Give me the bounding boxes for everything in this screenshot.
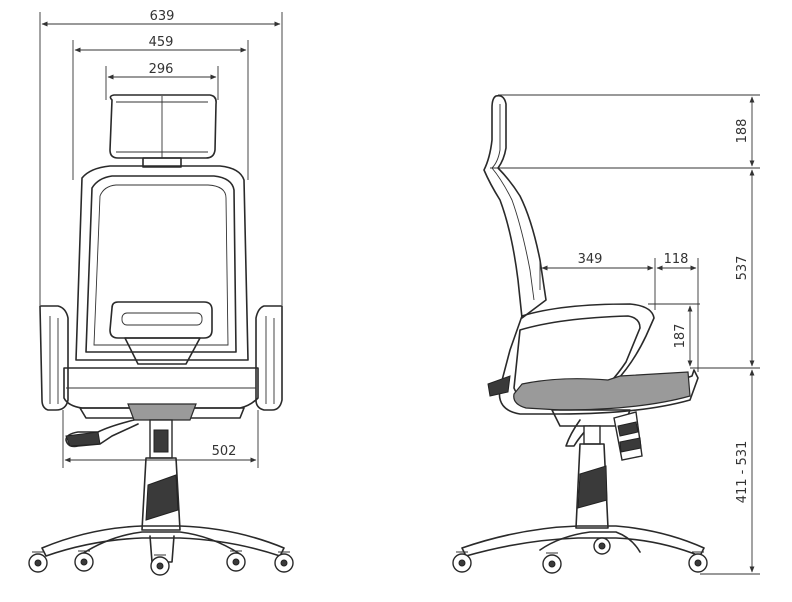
side-seat (487, 303, 699, 415)
front-headrest (109, 94, 217, 168)
front-view: 639 459 296 502 (28, 9, 294, 576)
front-dimensions (39, 12, 283, 468)
dim-seat-height: 411 - 531 (735, 441, 750, 504)
dim-seat-depth: 349 (578, 252, 603, 267)
side-dimensions (490, 94, 760, 575)
front-mechanism (65, 403, 197, 448)
dim-seat-width: 502 (212, 444, 237, 459)
dim-headrest-width: 296 (149, 62, 174, 77)
front-armrests (39, 305, 283, 411)
dim-back-height: 537 (735, 256, 750, 281)
dim-overall-width: 639 (150, 9, 175, 24)
side-gas-lift (575, 425, 609, 529)
side-star-base (461, 525, 705, 557)
side-view: 188 537 411 - 531 349 118 187 (452, 94, 760, 575)
side-backrest (483, 94, 547, 319)
front-casters (28, 550, 294, 576)
dim-arm-height: 187 (673, 324, 688, 349)
front-backrest (75, 165, 249, 365)
dim-headrest-height: 188 (735, 119, 750, 144)
dim-back-width: 459 (149, 35, 174, 50)
front-gas-lift (141, 419, 181, 531)
dim-arm-offset: 118 (664, 252, 689, 267)
side-casters (452, 537, 708, 574)
